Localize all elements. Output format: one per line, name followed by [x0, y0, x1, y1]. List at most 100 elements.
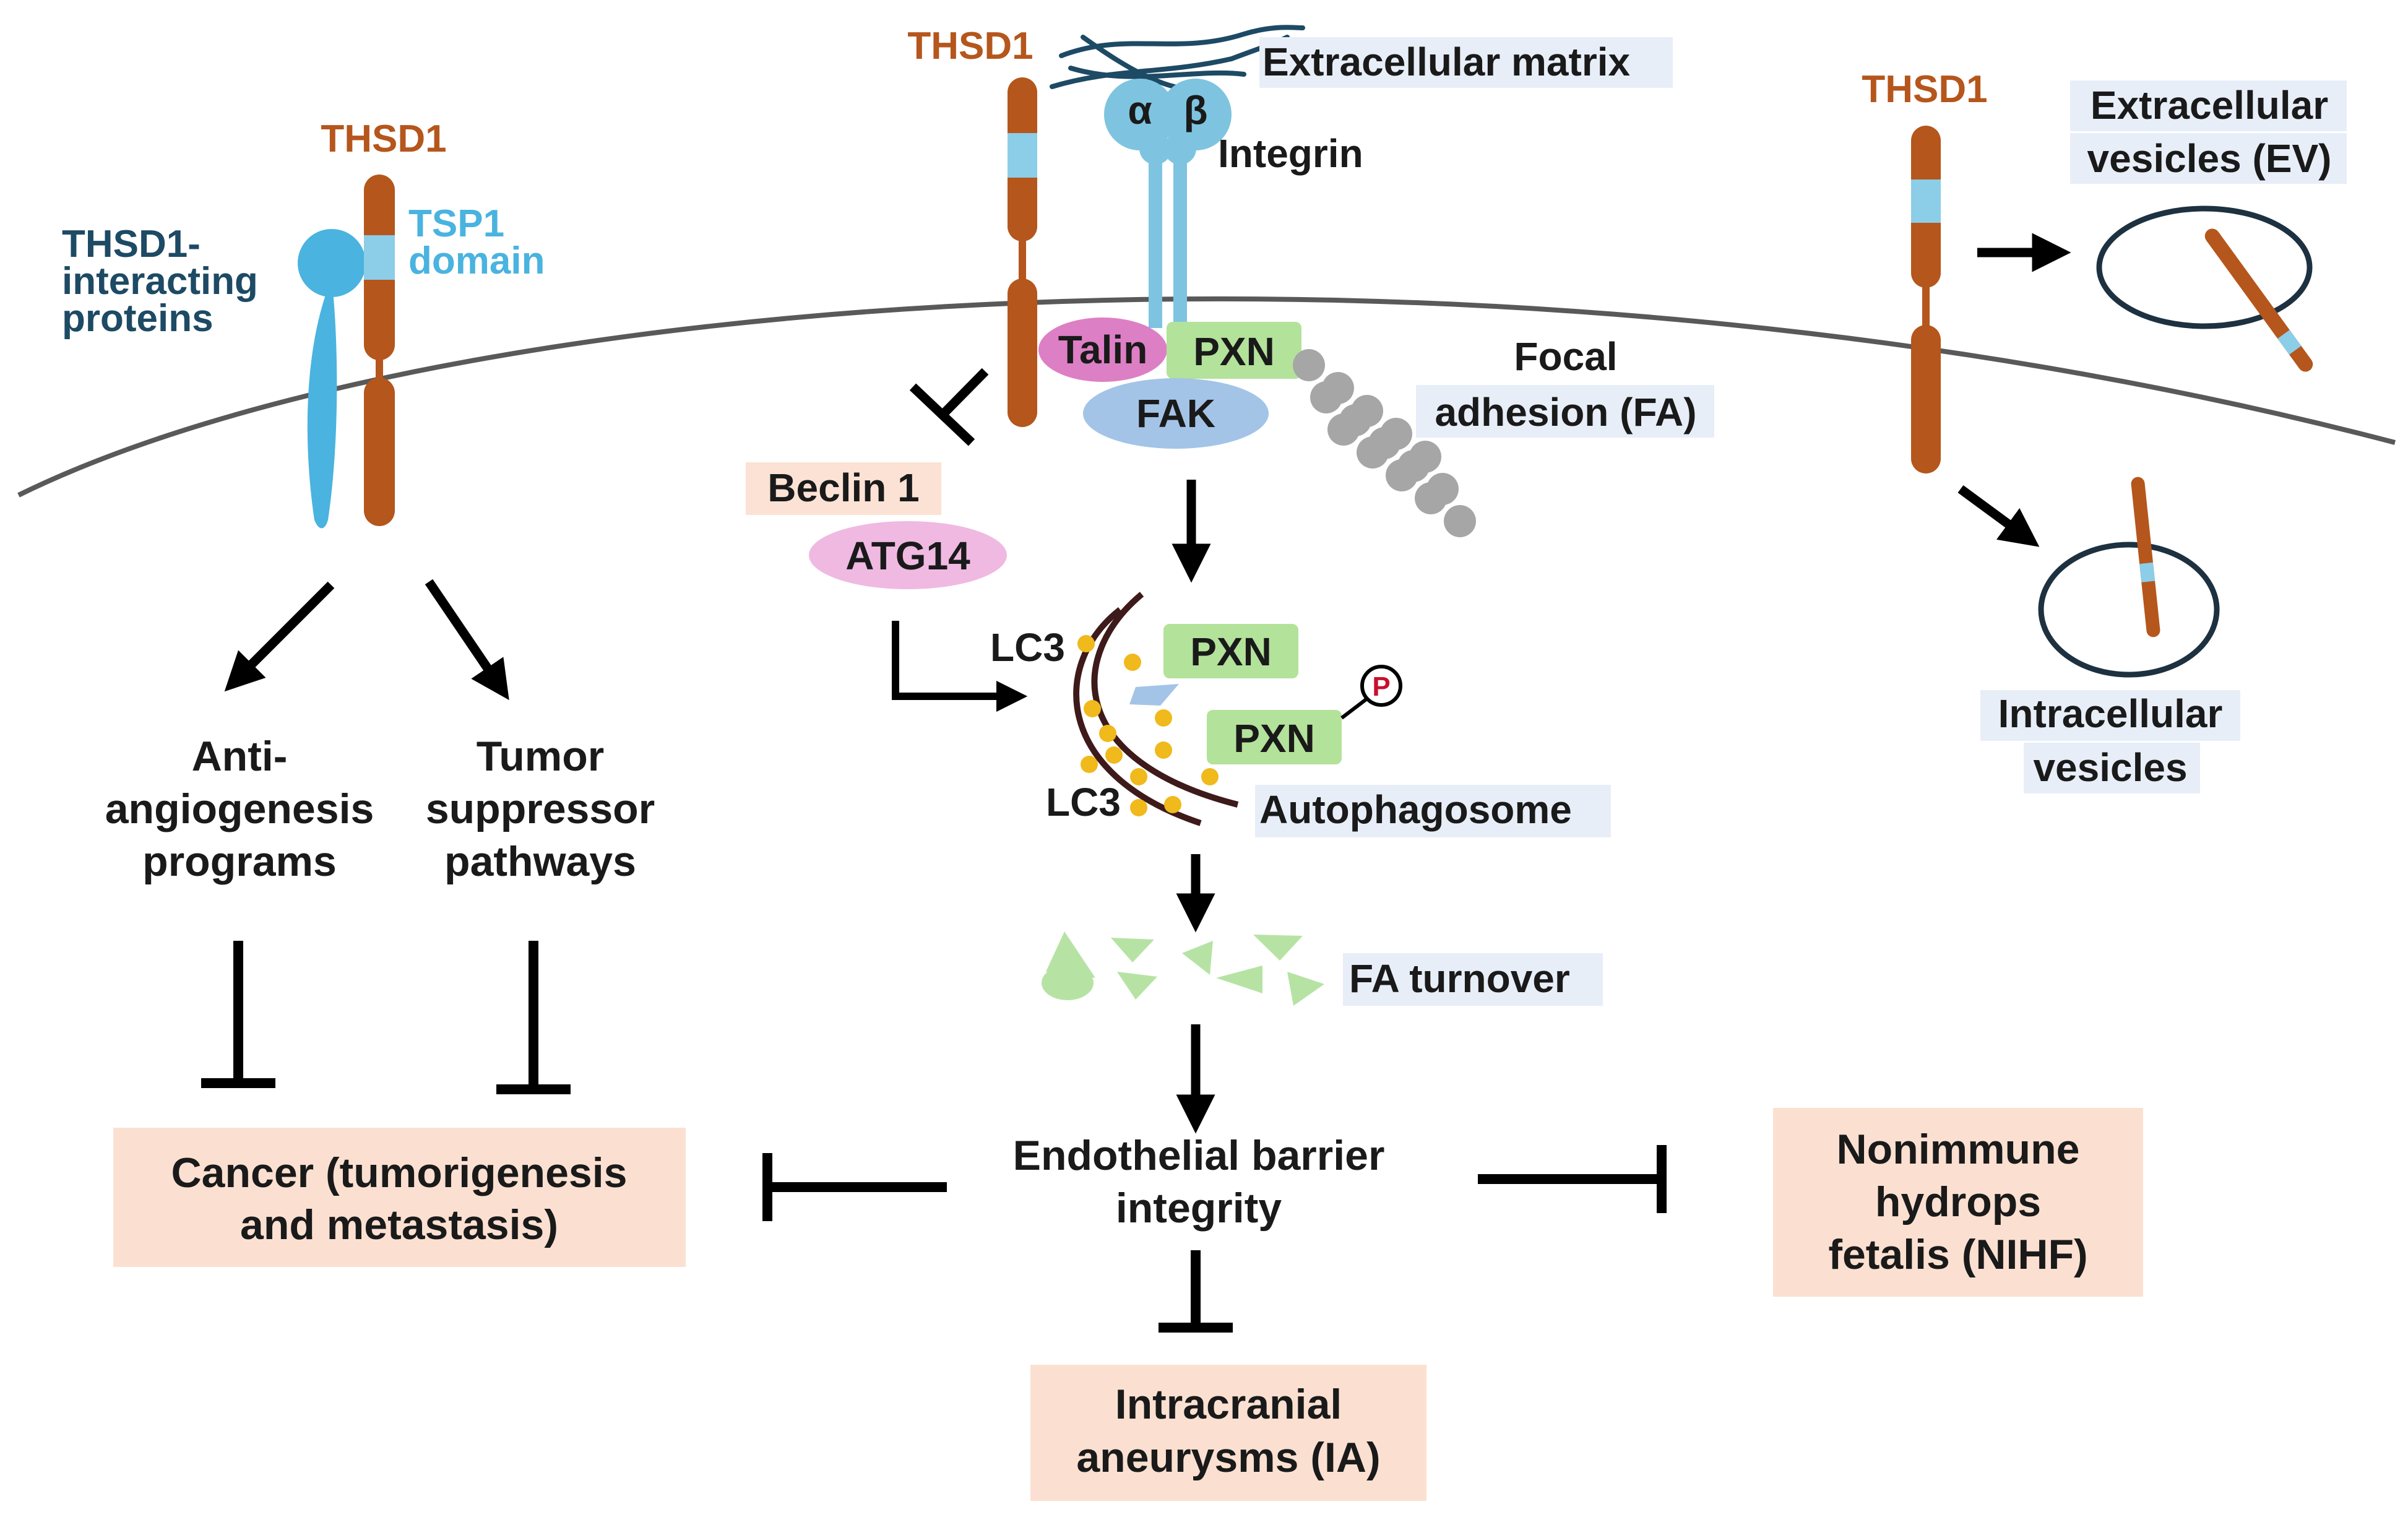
- center-panel: α β Extracellular matrix Integrin THSD1 …: [746, 25, 1714, 1333]
- lc3-dot: [1164, 796, 1181, 813]
- thsd1-label-center: THSD1: [907, 25, 1033, 67]
- integrin: [1104, 79, 1232, 328]
- phospho-icon: P: [1360, 665, 1402, 707]
- arrow-to-iv: [1957, 485, 2040, 547]
- fa-turnover-label: FA turnover: [1349, 956, 1570, 1001]
- thsd1-label-left: THSD1: [321, 118, 446, 160]
- bead: [1444, 505, 1476, 537]
- ev-label-bg-2: [2070, 133, 2347, 184]
- lc3-label-top: LC3: [990, 625, 1065, 670]
- intracellular-vesicle-icon: [2038, 477, 2220, 678]
- lc3-dot: [1084, 700, 1101, 717]
- bead: [1386, 459, 1418, 491]
- ecm-label-bg: [1259, 37, 1673, 88]
- svg-text:hydrops: hydrops: [1875, 1178, 2041, 1225]
- tumor-suppressor-label-1: Tumor: [477, 733, 605, 780]
- inhibit-cancer-from-anti-angiogenesis: [201, 941, 275, 1088]
- thsd1-receptor-left: [364, 175, 395, 526]
- ev-label-bg-1: [2070, 80, 2347, 131]
- iv-label-bg-2: [2024, 743, 2200, 793]
- arrow-to-autophagosome: [892, 621, 1028, 712]
- lc3-dot: [1099, 725, 1116, 742]
- svg-text:fetalis (NIHF): fetalis (NIHF): [1828, 1231, 2087, 1278]
- inhibit-beclin-complex: [909, 368, 989, 446]
- beclin1-label-bg: [746, 462, 941, 515]
- inhibit-cancer-from-tumor-suppressor: [496, 941, 571, 1094]
- barrier-label-1: Endothelial barrier: [1013, 1132, 1385, 1179]
- anti-angiogenesis-label-2: angiogenesis: [105, 785, 374, 832]
- lc3-dot: [1130, 799, 1147, 816]
- lc3-label-bottom: LC3: [1046, 780, 1121, 824]
- focal-adhesion-label-2: adhesion (FA): [1435, 390, 1696, 434]
- disease-box-cancer: Cancer (tumorigenesis and metastasis): [113, 1128, 686, 1267]
- fa-turnover-label-bg: [1343, 953, 1603, 1006]
- tumor-suppressor-label-2: suppressor: [426, 785, 655, 832]
- integrin-alpha-label: α: [1128, 88, 1152, 132]
- inhibit-cancer-from-barrier: [762, 1153, 947, 1221]
- inhibit-nihf-from-barrier: [1478, 1145, 1667, 1213]
- fa-fragments: [1042, 931, 1324, 1006]
- pxn-protein-lower: PXN: [1207, 710, 1342, 764]
- thsd1-receptor-center: [1008, 77, 1037, 427]
- svg-text:Cancer (tumorigenesis: Cancer (tumorigenesis: [171, 1149, 628, 1196]
- anti-angiogenesis-label-3: programs: [142, 838, 337, 885]
- arrow-to-tumor-suppressor: [425, 579, 509, 701]
- interacting-proteins-label-3: proteins: [62, 297, 214, 340]
- bead: [1293, 349, 1325, 381]
- pxn-protein-membrane: PXN: [1167, 322, 1301, 379]
- thsd1-label-right: THSD1: [1862, 68, 1987, 111]
- svg-text:Intracranial: Intracranial: [1115, 1381, 1342, 1428]
- disease-box-ia: Intracranial aneurysms (IA): [1030, 1365, 1426, 1501]
- thsd1-interacting-protein-shape: [298, 229, 366, 529]
- bead: [1357, 436, 1389, 469]
- svg-text:aneurysms (IA): aneurysms (IA): [1076, 1434, 1380, 1481]
- svg-text:PXN: PXN: [1233, 716, 1315, 761]
- lc3-dot: [1105, 746, 1123, 764]
- lc3-dot: [1077, 635, 1095, 652]
- left-panel: THSD1 THSD1- interacting proteins TSP1 d…: [62, 118, 655, 1094]
- talin-protein: Talin: [1038, 318, 1167, 382]
- lc3-dot: [1130, 768, 1147, 785]
- ev-label-2: vesicles (EV): [2087, 136, 2332, 181]
- lc3-dot: [1155, 741, 1172, 759]
- tumor-suppressor-label-3: pathways: [444, 838, 636, 885]
- lc3-dot: [1201, 768, 1219, 785]
- lc3-dot: [1155, 709, 1172, 727]
- ev-label-1: Extracellular: [2091, 83, 2328, 127]
- svg-text:Talin: Talin: [1058, 327, 1148, 372]
- lc3-dot: [1124, 654, 1141, 671]
- tsp1-domain-label-2: domain: [408, 240, 545, 282]
- phospho-link: [1340, 696, 1369, 720]
- iv-label-bg-1: [1980, 690, 2240, 741]
- svg-text:PXN: PXN: [1190, 629, 1272, 674]
- svg-text:FAK: FAK: [1136, 391, 1215, 436]
- svg-text:PXN: PXN: [1193, 329, 1275, 374]
- svg-text:Nonimmune: Nonimmune: [1837, 1126, 2080, 1173]
- autophagosome-label: Autophagosome: [1259, 787, 1572, 832]
- gray-bead-chain-icon: [1293, 349, 1476, 537]
- bead: [1310, 381, 1342, 413]
- barrier-label-2: integrity: [1116, 1185, 1282, 1232]
- vesicle-icon: [2096, 205, 2313, 372]
- ecm-label: Extracellular matrix: [1262, 40, 1631, 84]
- autophagosome-label-bg: [1255, 785, 1611, 837]
- focal-adhesion-label-1: Focal: [1514, 334, 1617, 379]
- focal-adhesion-label-bg-2: [1416, 385, 1714, 438]
- inhibit-ia-from-barrier: [1159, 1250, 1233, 1333]
- iv-label-1: Intracellular: [1998, 691, 2223, 736]
- atg14-shape: [809, 521, 1007, 589]
- thsd1-receptor-right: [1911, 126, 1941, 473]
- svg-text:P: P: [1372, 672, 1390, 702]
- integrin-label: Integrin: [1218, 131, 1363, 176]
- interacting-proteins-label-1: THSD1-: [62, 223, 201, 266]
- cargo-fragment: [1129, 684, 1179, 706]
- right-panel: THSD1 Extracellular vesicles (EV) Intrac…: [1862, 68, 2347, 793]
- svg-text:and metastasis): and metastasis): [240, 1201, 558, 1248]
- iv-label-2: vesicles: [2033, 745, 2187, 790]
- lc3-dot: [1081, 756, 1098, 773]
- anti-angiogenesis-label-1: Anti-: [192, 733, 288, 780]
- lc3-dots: [1077, 635, 1219, 816]
- arrow-to-anti-angiogenesis: [224, 581, 335, 692]
- beclin1-label: Beclin 1: [767, 465, 919, 510]
